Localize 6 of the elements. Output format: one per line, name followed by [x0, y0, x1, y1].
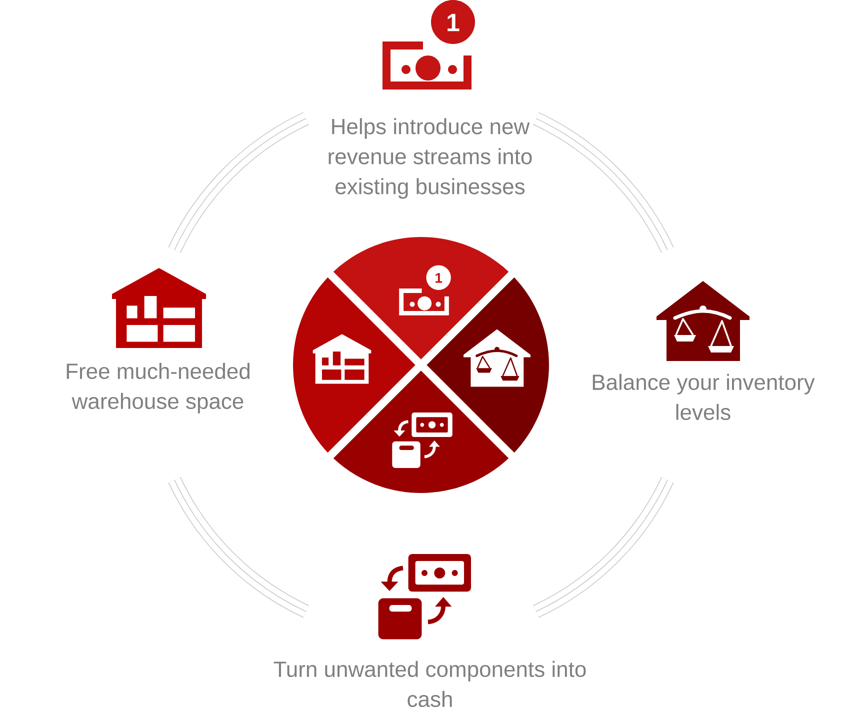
- badge-number: 1: [436, 273, 442, 283]
- text-label: Balance your inventory levels: [592, 374, 815, 420]
- badge-number: 1: [448, 14, 460, 32]
- text-label: Helps introduce new revenue streams into existing businesses: [328, 118, 532, 199]
- text-label: Turn unwanted components into cash: [274, 660, 586, 708]
- text-label: Free much-needed warehouse space: [66, 362, 250, 414]
